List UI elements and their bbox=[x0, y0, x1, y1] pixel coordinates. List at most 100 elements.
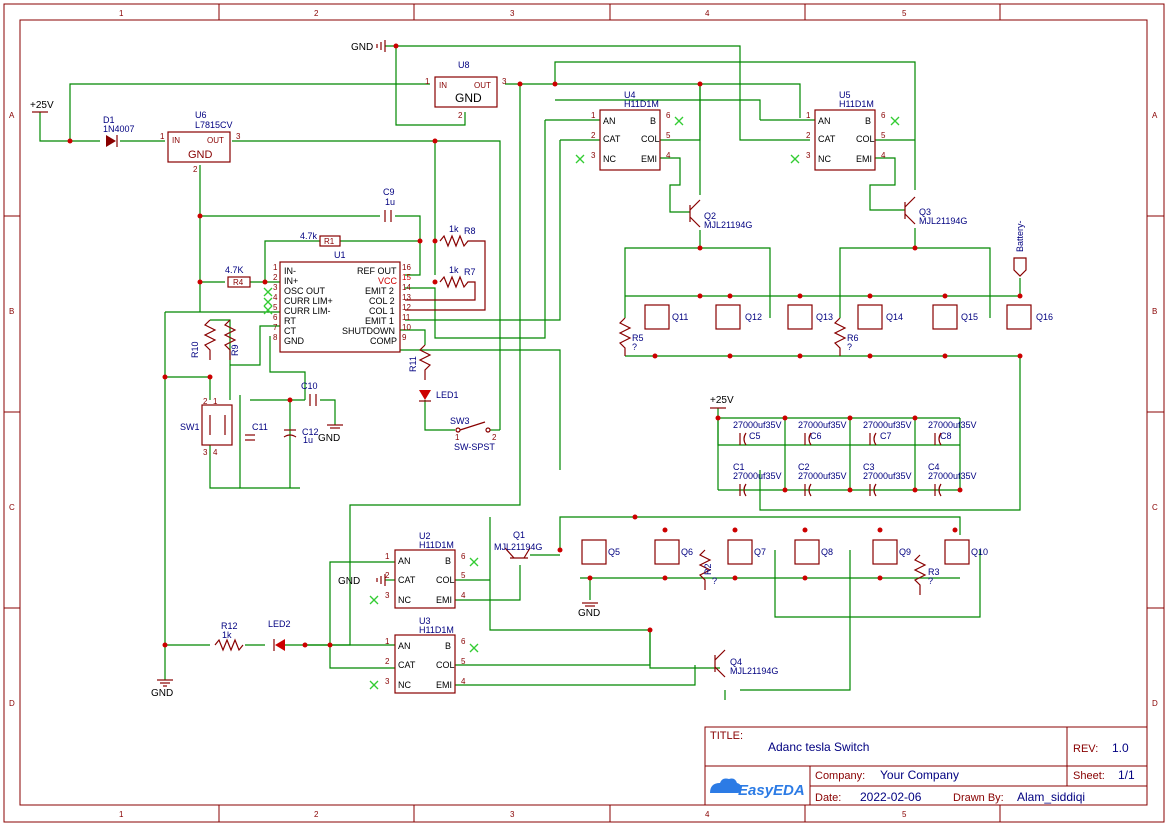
q1-ref: Q1 bbox=[513, 530, 525, 540]
u2-p4: 4 bbox=[461, 591, 466, 600]
u3-p5: 5 bbox=[461, 657, 466, 666]
u3-emit: EMI bbox=[436, 680, 452, 690]
u5-p1: 1 bbox=[806, 111, 811, 120]
u8-pin2: 2 bbox=[458, 111, 463, 120]
u5-col: COL bbox=[856, 134, 875, 144]
resistor-r6: R6 ? bbox=[833, 317, 859, 356]
resistor-r5: R5 ? bbox=[618, 317, 644, 356]
power-flag-25v-caps: +25V bbox=[710, 395, 734, 409]
mosfet-row-bottom: Q5 Q6 Q7 Q8 Q9 Q10 bbox=[581, 539, 988, 565]
cap-c8-ref: C8 bbox=[940, 431, 952, 441]
col-number-1: 1 bbox=[119, 9, 124, 18]
r4-value: 4.7K bbox=[225, 265, 244, 275]
r6-ref: R6 bbox=[847, 333, 859, 343]
battery-net-flag: Battery- bbox=[1013, 220, 1027, 277]
u1-num-13: 13 bbox=[402, 293, 411, 302]
sw1-pin3: 3 bbox=[203, 448, 208, 457]
r10-ref: R10 bbox=[190, 341, 200, 358]
cap-c3-ref: C3 bbox=[863, 462, 875, 472]
col-number-5-bottom: 5 bbox=[902, 810, 907, 819]
mosfet-q7-ref: Q7 bbox=[754, 547, 766, 557]
u1-pin-rt: RT bbox=[284, 316, 296, 326]
r8-ref: R8 bbox=[464, 226, 476, 236]
r1-ref: R1 bbox=[324, 237, 335, 246]
u6-pin3: 3 bbox=[236, 132, 241, 141]
u1-pin-emit1: EMIT 1 bbox=[365, 316, 394, 326]
net-label-25v: +25V bbox=[30, 100, 54, 111]
company-label: Company: bbox=[815, 770, 865, 782]
mosfet-q5-ref: Q5 bbox=[608, 547, 620, 557]
regulator-u6: IN OUT GND 1 3 2 U6 L7815CV bbox=[160, 110, 241, 174]
sw3-value: SW-SPST bbox=[454, 442, 495, 452]
u1-num-11: 11 bbox=[402, 313, 411, 322]
opto-u5: U5 H11D1M AN CAT NC B COL EMI 1 2 3 6 5 … bbox=[790, 90, 900, 171]
u2-value: H11D1M bbox=[419, 540, 454, 550]
u1-pin-gnd: GND bbox=[284, 336, 305, 346]
cap-c7-ref: C7 bbox=[880, 431, 892, 441]
q4-value: MJL21194G bbox=[730, 666, 778, 676]
row-letter-a: A bbox=[9, 111, 15, 120]
capacitor-bank-bottom: C1 27000uf35V C2 27000uf35V C3 27000uf35… bbox=[733, 462, 977, 497]
c12-value: 1u bbox=[303, 435, 313, 445]
u8-gnd: GND bbox=[455, 91, 482, 105]
switch-sw3: SW3 SW-SPST 1 2 bbox=[450, 416, 497, 452]
cap-c3-value: 27000uf35V bbox=[863, 471, 912, 481]
u1-pin-comp: COMP bbox=[370, 336, 397, 346]
resistor-r10: R10 bbox=[190, 319, 217, 360]
u5-p5: 5 bbox=[881, 131, 886, 140]
date-value: 2022-02-06 bbox=[860, 790, 922, 804]
resistor-r3: R3 ? bbox=[913, 554, 940, 595]
r5-value: ? bbox=[632, 342, 637, 352]
u3-b: B bbox=[445, 641, 451, 651]
capacitor-bank-top: 27000uf35V C5 27000uf35V C6 27000uf35V C… bbox=[733, 420, 977, 446]
r12-value: 1k bbox=[222, 630, 232, 640]
u5-p2: 2 bbox=[806, 131, 811, 140]
u3-cat: CAT bbox=[398, 660, 416, 670]
r12-ref: R12 bbox=[221, 621, 238, 631]
title-block: TITLE: Adanc tesla Switch REV: 1.0 Compa… bbox=[704, 726, 1148, 806]
gnd-top-label: GND bbox=[351, 42, 373, 53]
u6-pin1: 1 bbox=[160, 132, 165, 141]
u8-out: OUT bbox=[474, 81, 491, 90]
capacitor-c9: C9 1u bbox=[383, 187, 395, 222]
u1-num-12: 12 bbox=[402, 303, 411, 312]
led2: LED2 bbox=[268, 619, 291, 651]
r3-ref: R3 bbox=[928, 567, 940, 577]
r2-ref: R2 bbox=[703, 563, 713, 575]
led1-ref: LED1 bbox=[436, 390, 459, 400]
col-number-3: 3 bbox=[510, 9, 515, 18]
u1-pin-shutdown: SHUTDOWN bbox=[342, 326, 395, 336]
u1-num-9: 9 bbox=[402, 333, 407, 342]
col-number-1-bottom: 1 bbox=[119, 810, 124, 819]
u5-p6: 6 bbox=[881, 111, 886, 120]
c9-ref: C9 bbox=[383, 187, 395, 197]
sw3-pin2: 2 bbox=[492, 433, 497, 442]
u6-value: L7815CV bbox=[195, 120, 233, 130]
q2-ref: Q2 bbox=[704, 211, 716, 221]
title-label: TITLE: bbox=[710, 730, 743, 742]
cap-c2-value: 27000uf35V bbox=[798, 471, 847, 481]
u2-an: AN bbox=[398, 556, 411, 566]
cap-c4-ref: C4 bbox=[928, 462, 940, 472]
gnd-u1-label: GND bbox=[318, 433, 340, 444]
u2-cat: CAT bbox=[398, 575, 416, 585]
sw3-ref: SW3 bbox=[450, 416, 470, 426]
cap-c5-value: 27000uf35V bbox=[733, 420, 782, 430]
u5-ref: U5 bbox=[839, 90, 851, 100]
cap-c2-ref: C2 bbox=[798, 462, 810, 472]
u4-p5: 5 bbox=[666, 131, 671, 140]
u2-p3: 3 bbox=[385, 591, 390, 600]
u2-p5: 5 bbox=[461, 571, 466, 580]
u6-out: OUT bbox=[207, 136, 224, 145]
row-letter-d-right: D bbox=[1152, 699, 1158, 708]
u1-pin-vcc: VCC bbox=[378, 276, 398, 286]
u5-b: B bbox=[865, 116, 871, 126]
rev-label: REV: bbox=[1073, 743, 1098, 755]
mosfet-q14-ref: Q14 bbox=[886, 312, 903, 322]
drawing-frame: 1 2 3 4 5 1 2 3 4 5 A B C D A B C D bbox=[3, 3, 1165, 823]
u2-emit: EMI bbox=[436, 595, 452, 605]
transistor-q3: Q3 MJL21194G bbox=[904, 196, 967, 226]
u3-p4: 4 bbox=[461, 677, 466, 686]
gnd-q5-label: GND bbox=[578, 608, 600, 619]
drawn-by-value: Alam_siddiqi bbox=[1017, 790, 1085, 804]
